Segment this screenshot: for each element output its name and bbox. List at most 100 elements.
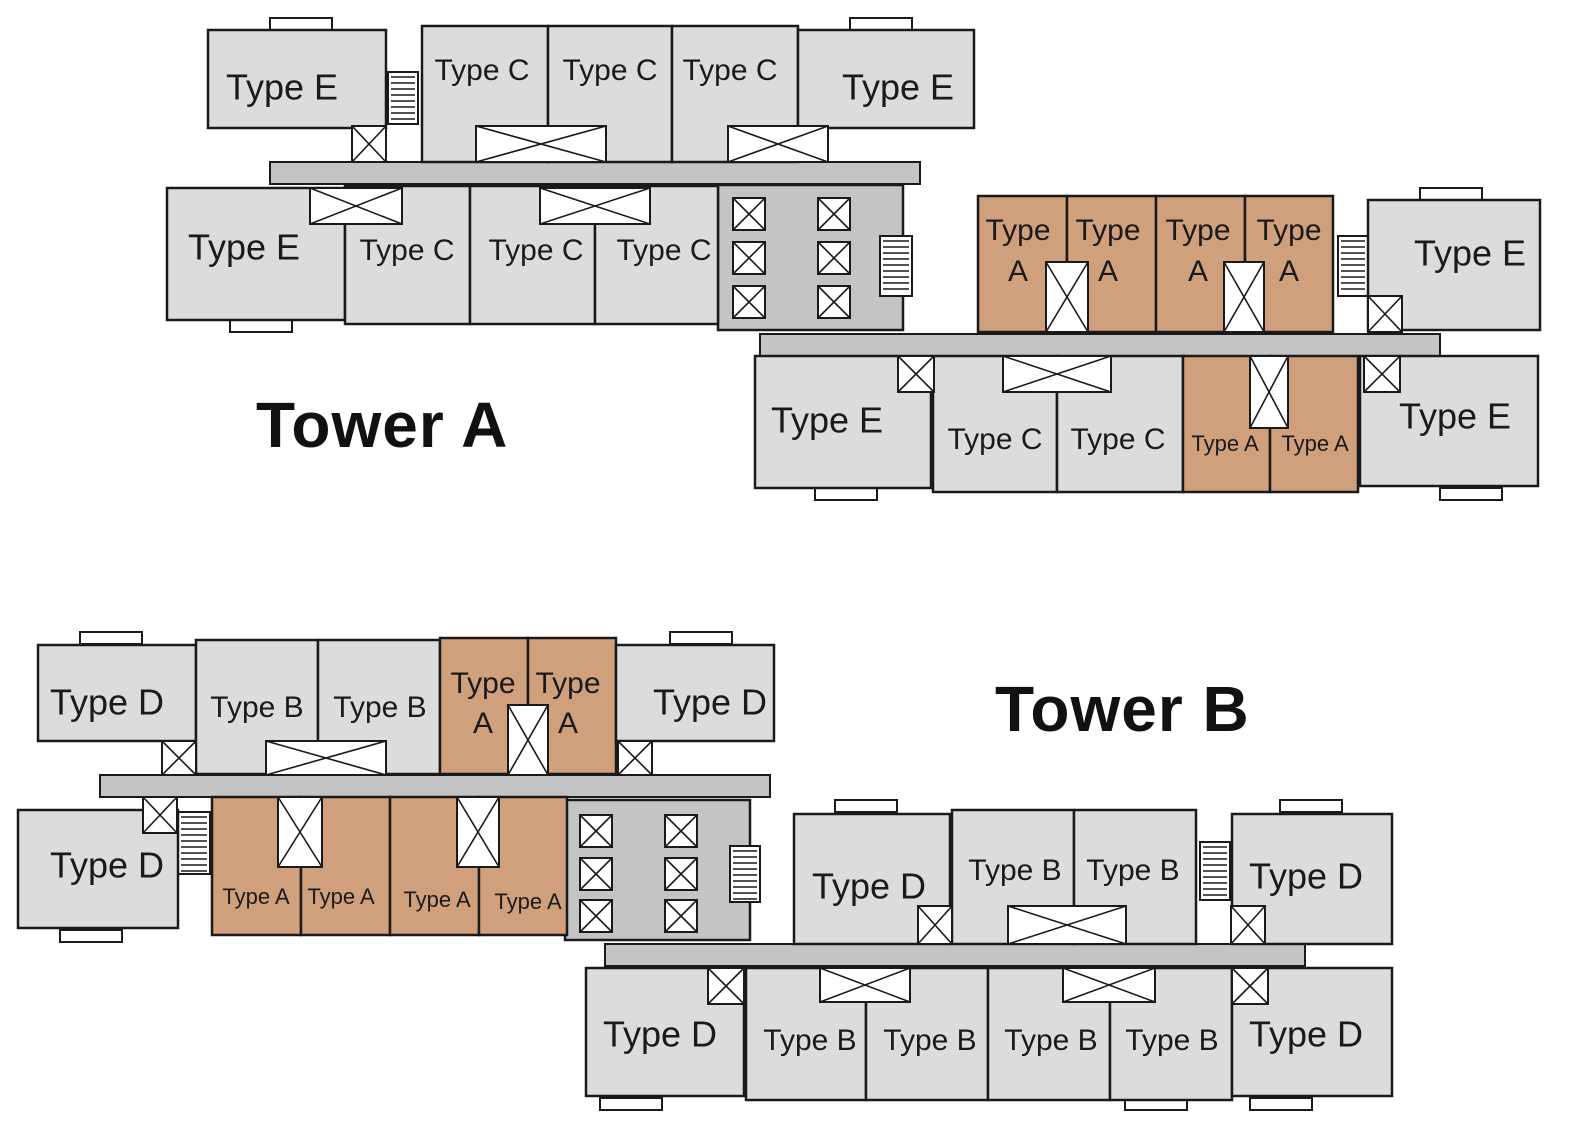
lift-shaft-6-diag2 bbox=[579, 814, 613, 848]
lift-shaft-5-diag2 bbox=[817, 285, 851, 319]
light-void-14-diag2 bbox=[161, 740, 197, 776]
unit-label: Type D bbox=[812, 866, 926, 907]
unit-ta-c2: Type C bbox=[546, 24, 674, 164]
corridor-1 bbox=[759, 333, 1441, 357]
light-void-7 bbox=[1002, 355, 1112, 393]
lift-shaft-4 bbox=[817, 241, 851, 275]
light-void-19 bbox=[1007, 905, 1127, 945]
light-void-8-diag2 bbox=[1249, 355, 1289, 429]
unit-ta-e4: Type E bbox=[1366, 198, 1542, 332]
light-void-16 bbox=[277, 796, 323, 868]
unit-label: Type C bbox=[1070, 423, 1165, 456]
stair-0-box bbox=[387, 71, 419, 125]
light-void-1 bbox=[727, 125, 829, 163]
unit-tb-b2: Type B bbox=[316, 638, 442, 776]
light-void-18 bbox=[142, 796, 178, 834]
stair-5 bbox=[1199, 841, 1231, 901]
unit-label: Type B bbox=[333, 691, 426, 724]
unit-label: Type E bbox=[842, 67, 954, 108]
lift-shaft-3 bbox=[817, 197, 851, 231]
unit-shape bbox=[36, 643, 198, 743]
unit-label: Type D bbox=[50, 682, 164, 723]
lift-shaft-11-diag2 bbox=[664, 899, 698, 933]
light-void-18-diag2 bbox=[142, 796, 178, 834]
unit-shape bbox=[1055, 354, 1185, 494]
unit-label: Type A bbox=[307, 884, 375, 909]
lift-shaft-3-diag2 bbox=[817, 197, 851, 231]
corridor-2 bbox=[99, 774, 771, 798]
light-void-25-diag2 bbox=[1231, 967, 1269, 1005]
balcony-1 bbox=[849, 17, 913, 31]
light-void-4-diag2 bbox=[539, 187, 651, 225]
balcony-12 bbox=[1249, 1097, 1313, 1111]
lift-shaft-6 bbox=[579, 814, 613, 848]
balcony-10 bbox=[1279, 799, 1343, 813]
unit-shape bbox=[614, 643, 776, 743]
unit-label: Type D bbox=[50, 845, 164, 886]
light-void-15 bbox=[617, 740, 653, 776]
unit-label: Type C bbox=[562, 54, 657, 87]
balcony-0 bbox=[269, 17, 333, 31]
unit-label: Type A bbox=[403, 887, 471, 912]
unit-label: Type B bbox=[1004, 1024, 1097, 1057]
light-void-15-diag2 bbox=[617, 740, 653, 776]
lift-shaft-0-diag2 bbox=[732, 197, 766, 231]
light-void-10 bbox=[1363, 355, 1401, 393]
unit-label: Type bbox=[450, 667, 515, 700]
unit-shape bbox=[206, 28, 388, 130]
light-void-20 bbox=[917, 905, 953, 945]
unit-label: Type B bbox=[210, 691, 303, 724]
light-void-12-diag2 bbox=[265, 740, 387, 776]
corridor-3 bbox=[604, 943, 1306, 967]
lift-shaft-4-diag2 bbox=[817, 241, 851, 275]
unit-label: Type B bbox=[968, 854, 1061, 887]
light-void-4 bbox=[539, 187, 651, 225]
unit-label: A bbox=[1008, 255, 1028, 288]
light-void-25 bbox=[1231, 967, 1269, 1005]
balcony-6 bbox=[79, 631, 143, 645]
unit-label: A bbox=[1188, 255, 1208, 288]
lift-shaft-9-diag2 bbox=[664, 814, 698, 848]
balcony-9 bbox=[834, 799, 898, 813]
light-void-17-diag2 bbox=[456, 796, 500, 868]
light-void-20-diag2 bbox=[917, 905, 953, 945]
balcony-11 bbox=[599, 1097, 663, 1111]
light-void-5-diag2 bbox=[1045, 261, 1089, 333]
unit-label: Type bbox=[985, 214, 1050, 247]
unit-label: Type B bbox=[1125, 1024, 1218, 1057]
unit-label: Type D bbox=[1249, 1014, 1363, 1055]
unit-label: Type bbox=[1165, 214, 1230, 247]
tower-a-title: Tower A bbox=[256, 389, 509, 461]
stair-2-box bbox=[1337, 235, 1369, 297]
lift-shaft-10-diag2 bbox=[664, 857, 698, 891]
tower-b-title: Tower B bbox=[995, 673, 1250, 745]
light-void-0-diag2 bbox=[475, 125, 607, 163]
lift-shaft-9 bbox=[664, 814, 698, 848]
unit-label: A bbox=[1098, 255, 1118, 288]
unit-label: Type D bbox=[603, 1014, 717, 1055]
unit-label: Type B bbox=[763, 1024, 856, 1057]
light-void-23-diag2 bbox=[1062, 967, 1156, 1003]
light-void-13-diag2 bbox=[507, 704, 549, 776]
stair-0 bbox=[387, 71, 419, 125]
circulation-layer bbox=[59, 17, 1503, 1111]
light-void-22 bbox=[819, 967, 911, 1003]
light-void-9 bbox=[897, 355, 935, 393]
light-void-8 bbox=[1249, 355, 1289, 429]
light-void-3 bbox=[309, 187, 403, 225]
lift-shaft-0 bbox=[732, 197, 766, 231]
unit-label: Type E bbox=[226, 67, 338, 108]
lifts-layer bbox=[142, 125, 1403, 1005]
unit-label: Type B bbox=[1086, 854, 1179, 887]
unit-label: Type bbox=[1075, 214, 1140, 247]
light-void-11-diag2 bbox=[1367, 295, 1403, 333]
lift-shaft-11 bbox=[664, 899, 698, 933]
lift-shaft-8-diag2 bbox=[579, 899, 613, 933]
unit-label: Type A bbox=[1191, 431, 1259, 456]
light-void-9-diag2 bbox=[897, 355, 935, 393]
corridor-0 bbox=[269, 161, 921, 185]
light-void-0 bbox=[475, 125, 607, 163]
balcony-7 bbox=[669, 631, 733, 645]
light-void-1-diag2 bbox=[727, 125, 829, 163]
unit-label: Type E bbox=[771, 400, 883, 441]
